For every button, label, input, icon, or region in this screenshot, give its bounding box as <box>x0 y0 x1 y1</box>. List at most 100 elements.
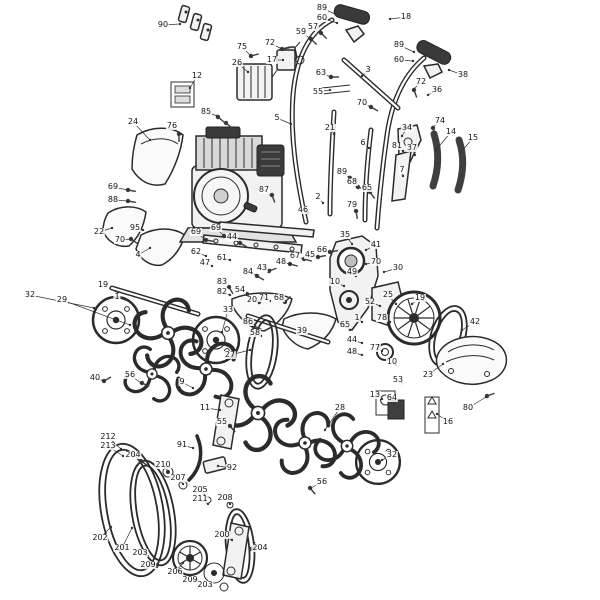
part-callout-89-13: 89 <box>392 40 406 49</box>
part-callout-60-2: 60 <box>315 13 329 22</box>
part-callout-70-43: 70 <box>113 235 127 244</box>
part-callout-95-44: 95 <box>128 223 142 232</box>
part-callout-62-49: 62 <box>189 247 203 256</box>
part-callout-29-65: 29 <box>55 295 69 304</box>
part-callout-44-48: 44 <box>225 232 239 241</box>
part-callout-65-37: 65 <box>360 183 374 192</box>
part-callout-207-110: 207 <box>169 473 187 482</box>
part-callout-34-25: 34 <box>400 123 414 132</box>
part-callout-15-28: 15 <box>466 133 480 142</box>
part-callout-209-121: 209 <box>181 575 199 584</box>
part-callout-4-45: 4 <box>134 250 142 259</box>
part-callout-21-24: 21 <box>323 123 337 132</box>
drive-pulley <box>162 466 234 592</box>
depth-stake <box>187 434 228 482</box>
part-callout-33-71: 33 <box>221 305 235 314</box>
handle-grip-right <box>416 40 452 65</box>
clutch-lever <box>422 63 444 80</box>
muffler <box>256 144 285 177</box>
part-callout-88-33: 88 <box>106 195 120 204</box>
part-callout-90-0: 90 <box>156 20 170 29</box>
part-callout-212-106: 212 <box>99 432 117 441</box>
part-callout-13-92: 13 <box>368 390 382 399</box>
part-callout-64-93: 64 <box>385 393 399 402</box>
part-callout-67-55: 67 <box>288 251 302 260</box>
part-callout-1-80: 1 <box>353 313 361 322</box>
part-callout-70-60: 70 <box>369 257 383 266</box>
part-callout-68-36: 68 <box>345 177 359 186</box>
part-callout-78-84: 78 <box>375 313 389 322</box>
idler-disc <box>203 562 225 584</box>
part-callout-43-53: 43 <box>255 263 269 272</box>
part-callout-39-77: 39 <box>295 326 309 335</box>
part-callout-10-63: 10 <box>328 277 342 286</box>
part-callout-204-115: 204 <box>251 543 269 552</box>
part-callout-41-59: 41 <box>369 240 383 249</box>
part-callout-208-113: 208 <box>216 493 234 502</box>
part-callout-81-29: 81 <box>390 141 404 150</box>
engine-shroud-cap <box>205 126 241 139</box>
part-callout-40-96: 40 <box>88 373 102 382</box>
part-callout-69-46: 69 <box>189 227 203 236</box>
part-callout-204-108: 204 <box>124 450 142 459</box>
part-callout-7-38: 7 <box>398 165 406 174</box>
part-callout-32-104: 32 <box>385 450 399 459</box>
part-callout-20-72: 20 <box>245 295 259 304</box>
part-callout-74-26: 74 <box>433 116 447 125</box>
part-callout-57-4: 57 <box>306 22 320 31</box>
part-callout-89-35: 89 <box>335 167 349 176</box>
part-callout-60-14: 60 <box>392 55 406 64</box>
part-callout-27-78: 27 <box>223 350 237 359</box>
part-callout-68-74: 68 <box>272 293 286 302</box>
part-callout-55-100: 55 <box>215 417 229 426</box>
part-callout-17-9: 17 <box>265 55 279 64</box>
transmission-assembly <box>329 235 405 331</box>
part-callout-72-6: 72 <box>263 38 277 47</box>
part-callout-71-73: 71 <box>257 293 271 302</box>
part-callout-37-30: 37 <box>405 143 419 152</box>
part-callout-45-56: 45 <box>303 250 317 259</box>
part-callout-26-8: 26 <box>230 58 244 67</box>
part-callout-75-7: 75 <box>235 42 249 51</box>
part-callout-35-58: 35 <box>338 230 352 239</box>
part-callout-6-31: 6 <box>359 138 367 147</box>
part-callout-38-15: 38 <box>456 70 470 79</box>
part-callout-5-23: 5 <box>273 113 281 122</box>
part-callout-56-97: 56 <box>123 370 137 379</box>
part-callout-200-114: 200 <box>213 530 231 539</box>
part-callout-83-68: 83 <box>215 277 229 286</box>
part-callout-24-21: 24 <box>126 117 140 126</box>
part-callout-44-85: 44 <box>345 335 359 344</box>
part-callout-205-111: 205 <box>191 485 209 494</box>
part-callout-84-52: 84 <box>241 267 255 276</box>
part-callout-92-102: 92 <box>225 463 239 472</box>
part-callout-16-94: 16 <box>441 417 455 426</box>
part-callout-3-12: 3 <box>364 65 372 74</box>
part-callout-79-39: 79 <box>345 200 359 209</box>
part-callout-89-1: 89 <box>315 3 329 12</box>
part-callout-63-11: 63 <box>314 68 328 77</box>
cylinder-head <box>195 135 263 171</box>
part-callout-66-57: 66 <box>315 245 329 254</box>
side-panel <box>391 149 412 202</box>
warning-decal-16 <box>424 395 440 434</box>
part-callout-80-95: 80 <box>461 403 475 412</box>
part-callout-12-10: 12 <box>190 71 204 80</box>
mounting-straps <box>429 130 467 194</box>
part-callout-211-112: 211 <box>191 494 209 503</box>
part-callout-77-87: 77 <box>368 343 382 352</box>
part-callout-19-83: 19 <box>413 293 427 302</box>
part-callout-202-116: 202 <box>91 533 109 542</box>
part-callout-61-51: 61 <box>215 253 229 262</box>
part-callout-82-69: 82 <box>215 287 229 296</box>
part-callout-48-54: 48 <box>274 257 288 266</box>
part-callout-70-19: 70 <box>355 98 369 107</box>
part-callout-9-98: 9 <box>178 377 186 386</box>
part-callout-213-107: 213 <box>99 441 117 450</box>
guard-middle <box>102 206 147 248</box>
guard-lower <box>135 228 186 267</box>
belt-center <box>245 314 279 390</box>
part-callout-47-50: 47 <box>198 258 212 267</box>
decal-box-12 <box>170 81 195 108</box>
